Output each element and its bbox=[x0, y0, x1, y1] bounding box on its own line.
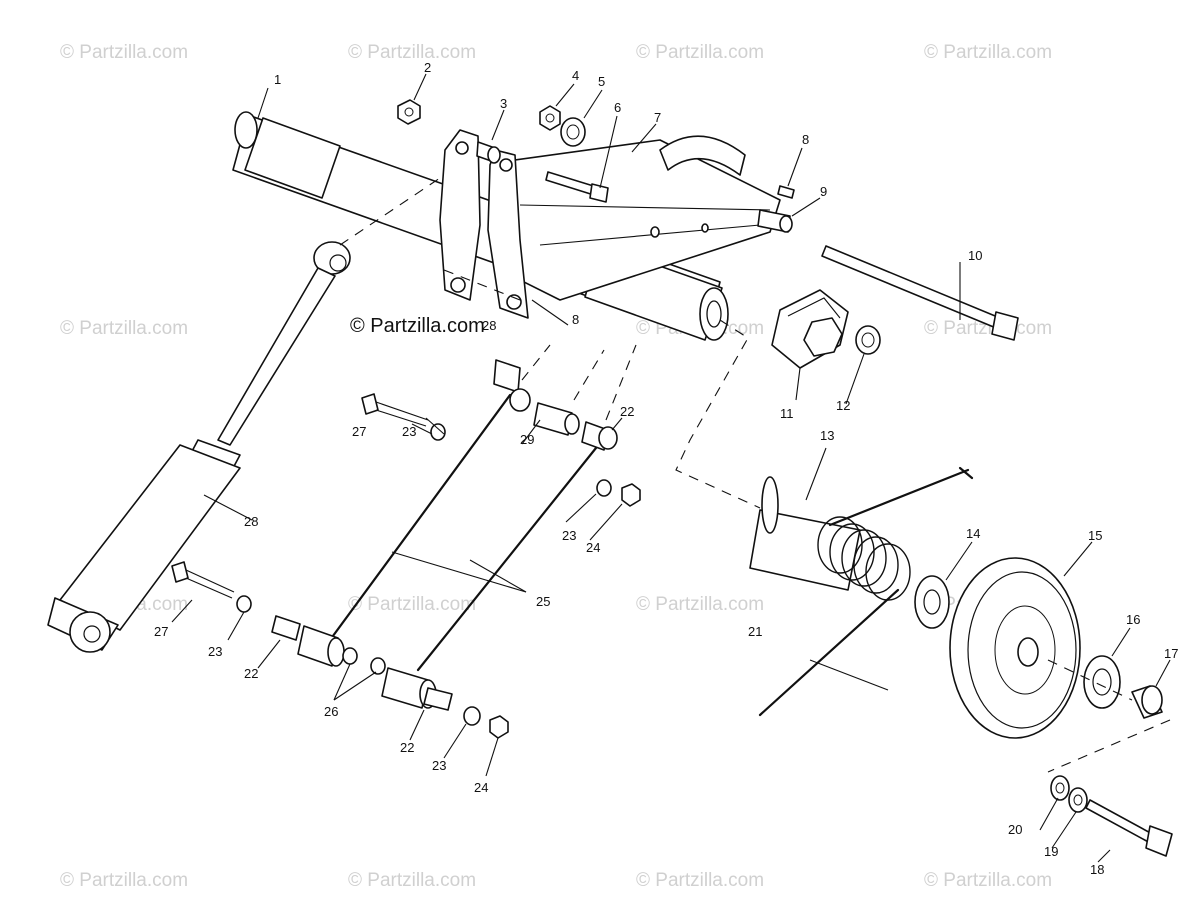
callout-label: 10 bbox=[968, 248, 982, 263]
callout-label: 11 bbox=[780, 406, 794, 421]
callout-label: 13 bbox=[820, 428, 834, 443]
callout-label: 17 bbox=[1164, 646, 1178, 661]
watermark: © Partzilla.com bbox=[636, 594, 764, 615]
shock-absorber bbox=[47, 241, 351, 653]
callout-label: 24 bbox=[586, 540, 600, 555]
watermark: © Partzilla.com bbox=[348, 870, 476, 891]
callout-label: 14 bbox=[966, 526, 980, 541]
callout-labels: 1 2 3 4 5 6 7 8 9 10 11 12 13 14 15 16 1… bbox=[154, 60, 1178, 877]
callout-label: 7 bbox=[654, 110, 661, 125]
callout-label: 4 bbox=[572, 68, 579, 83]
bushing-17 bbox=[1131, 685, 1163, 719]
nut-4 bbox=[539, 105, 561, 131]
assembly-lines bbox=[339, 177, 1171, 773]
watermark: © Partzilla.com bbox=[924, 318, 1052, 339]
bolt-10 bbox=[821, 245, 1019, 341]
callout-label: 12 bbox=[836, 398, 850, 413]
callout-label: 18 bbox=[1090, 862, 1104, 877]
mounting-brackets bbox=[439, 129, 529, 319]
callout-label: 3 bbox=[500, 96, 507, 111]
watermark: © Partzilla.com bbox=[924, 42, 1052, 63]
callout-label: 22 bbox=[620, 404, 634, 419]
watermark: © Partzilla.com bbox=[348, 42, 476, 63]
wheel-15 bbox=[949, 557, 1081, 739]
callout-label: 8 bbox=[572, 312, 579, 327]
callout-label: 2 bbox=[424, 60, 431, 75]
callout-label: 23 bbox=[402, 424, 416, 439]
callout-label: 23 bbox=[432, 758, 446, 773]
callout-label: 21 bbox=[748, 624, 762, 639]
callout-label: 16 bbox=[1126, 612, 1140, 627]
washer-14 bbox=[914, 575, 950, 629]
link-rods bbox=[271, 359, 618, 711]
watermark: © Partzilla.com bbox=[60, 870, 188, 891]
washer-5 bbox=[560, 117, 586, 147]
callout-label: 24 bbox=[474, 780, 488, 795]
callout-label: 9 bbox=[820, 184, 827, 199]
washer-20 bbox=[1050, 775, 1070, 801]
watermark: © Partzilla.com bbox=[60, 318, 188, 339]
callout-label: 23 bbox=[562, 528, 576, 543]
callout-label: 19 bbox=[1044, 844, 1058, 859]
nut-2 bbox=[397, 99, 421, 125]
center-watermark: © Partzilla.com bbox=[350, 315, 485, 337]
callout-label: 15 bbox=[1088, 528, 1102, 543]
callout-label: 20 bbox=[1008, 822, 1022, 837]
callout-label: 8 bbox=[802, 132, 809, 147]
washers-nuts bbox=[342, 479, 641, 739]
watermark: © Partzilla.com bbox=[924, 870, 1052, 891]
callout-label: 6 bbox=[614, 100, 621, 115]
callout-label: 27 bbox=[352, 424, 366, 439]
washer-12 bbox=[855, 325, 881, 355]
callout-label: 28 bbox=[482, 318, 496, 333]
block-11 bbox=[771, 289, 849, 369]
callout-label: 27 bbox=[154, 624, 168, 639]
callout-label: 28 bbox=[244, 514, 258, 529]
callout-label: 26 bbox=[324, 704, 338, 719]
callout-label: 5 bbox=[598, 74, 605, 89]
spring-assembly bbox=[749, 466, 974, 717]
bolt-27-lower bbox=[171, 561, 252, 613]
bolt-18 bbox=[1085, 799, 1173, 857]
callout-label: 1 bbox=[274, 72, 281, 87]
callout-label: 23 bbox=[208, 644, 222, 659]
watermark: © Partzilla.com bbox=[636, 870, 764, 891]
watermark: © Partzilla.com bbox=[636, 42, 764, 63]
bolt-6 bbox=[545, 171, 609, 203]
callout-label: 25 bbox=[536, 594, 550, 609]
callout-label: 22 bbox=[244, 666, 258, 681]
washer-16 bbox=[1083, 655, 1121, 709]
callout-label: 22 bbox=[400, 740, 414, 755]
bolt-27-upper bbox=[361, 393, 446, 441]
watermark: © Partzilla.com bbox=[348, 594, 476, 615]
watermark: © Partzilla.com bbox=[60, 42, 188, 63]
leader-lines bbox=[171, 73, 1171, 863]
washer-19 bbox=[1068, 787, 1088, 813]
callout-label: 29 bbox=[520, 432, 534, 447]
